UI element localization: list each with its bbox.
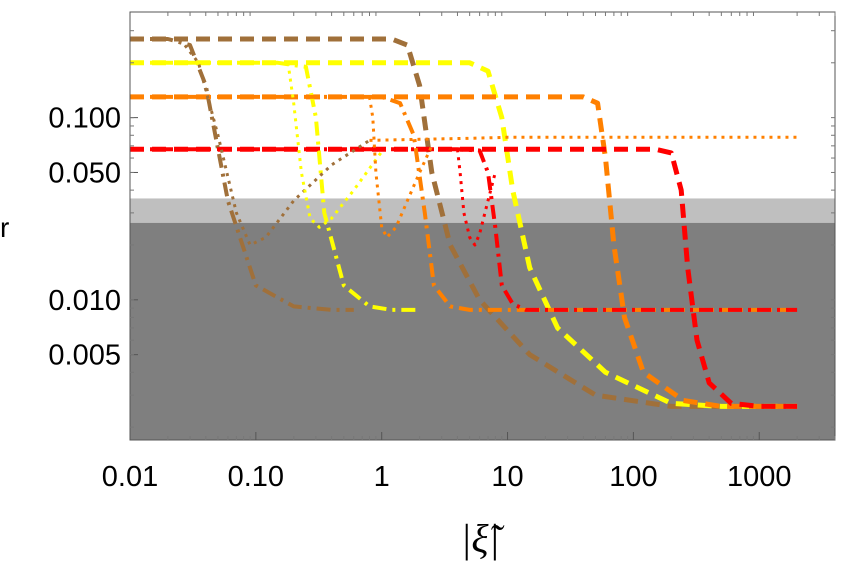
x-tick-label-5: 1000	[727, 461, 792, 493]
y-tick-label-2: 0.010	[48, 285, 121, 317]
y-tick-label-1: 0.050	[48, 157, 121, 189]
plot-frame	[129, 11, 836, 441]
y-tick-label-3: 0.005	[48, 340, 121, 372]
series-line-0	[130, 36, 798, 409]
x-tick-label-1: 0.10	[228, 461, 284, 493]
series-layer	[130, 36, 798, 409]
y-tick-labels: 0.100 0.050 0.010 0.005	[48, 103, 121, 372]
series-line-7	[130, 147, 798, 312]
series-line-3	[130, 146, 798, 409]
y-tick-label-0: 0.100	[48, 103, 121, 135]
y-axis-label: r	[0, 212, 9, 243]
series-line-4	[130, 37, 354, 312]
x-tick-labels: 0.01 0.10 1 10 100 1000	[102, 461, 792, 493]
series-line-6	[130, 94, 798, 312]
series-line-2	[130, 94, 798, 409]
series-line-11	[456, 149, 497, 247]
series-line-12	[369, 135, 798, 142]
shaded-region-1	[130, 198, 835, 223]
x-tick-label-4: 100	[609, 461, 657, 493]
x-tick-label-3: 10	[491, 461, 523, 493]
tick-marks	[129, 12, 836, 440]
x-axis-label: |ξ̃|	[460, 516, 504, 561]
x-tick-label-2: 1	[374, 461, 390, 493]
x-tick-label-0: 0.01	[102, 461, 158, 493]
series-line-1	[130, 60, 798, 409]
